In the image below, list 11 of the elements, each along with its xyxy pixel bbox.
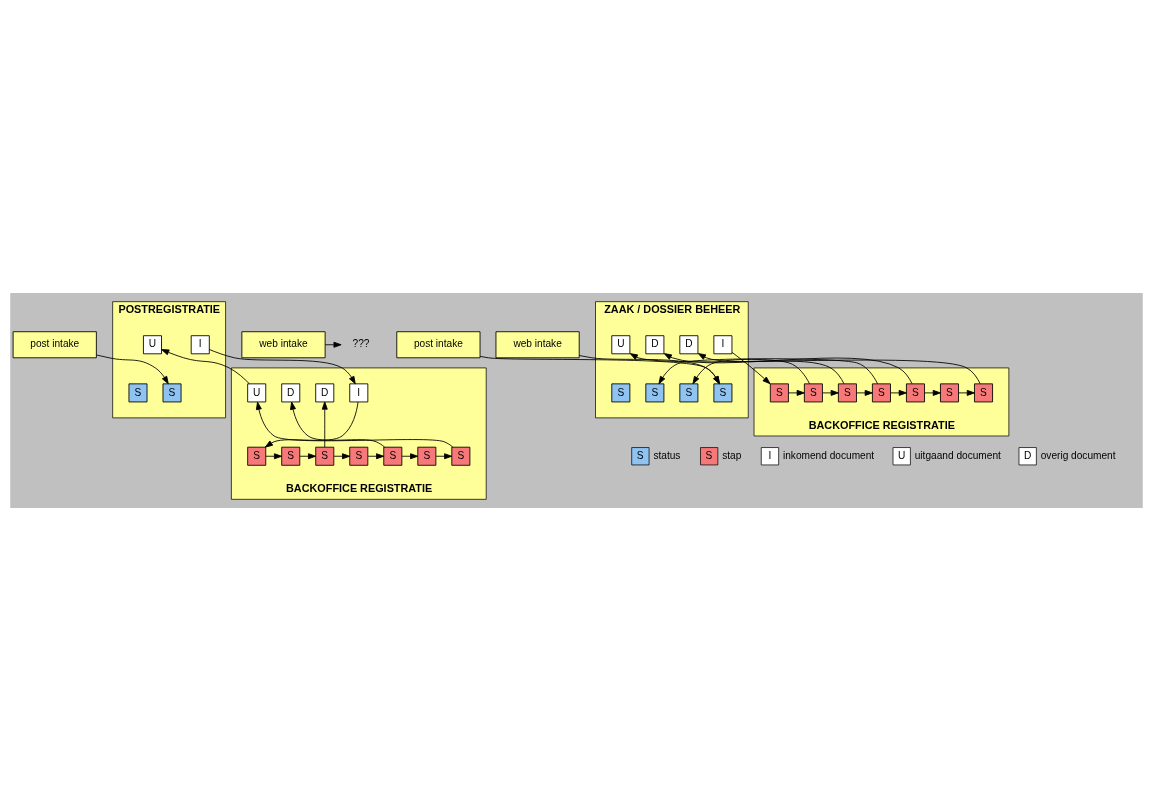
legend-label: inkomend document <box>782 449 875 461</box>
node-text: ??? <box>352 338 370 350</box>
label: S <box>636 449 644 461</box>
legend-label: status <box>653 449 681 461</box>
legend-label: uitgaand document <box>914 449 1001 461</box>
label: I <box>768 449 772 461</box>
legend-label: overig document <box>1040 449 1116 461</box>
label: S <box>705 449 713 461</box>
legend-label: stap <box>722 449 742 461</box>
label: U <box>898 449 906 461</box>
label: D <box>1024 449 1032 461</box>
